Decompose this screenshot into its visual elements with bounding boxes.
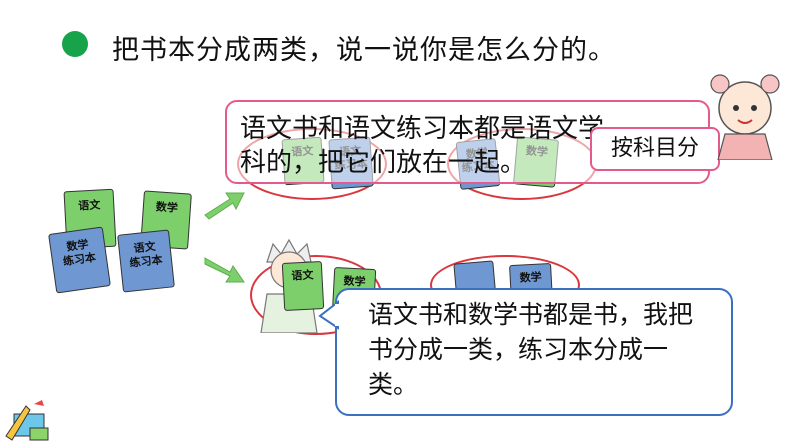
girl-illustration — [710, 74, 780, 160]
speech-bubble-bottom — [335, 288, 733, 416]
boy-illustration — [260, 238, 318, 333]
speech-bubble-bottom-text: 语文书和数学书都是书，我把书分成一类，练习本分成一类。 — [368, 300, 694, 399]
book-label: 数学 — [519, 270, 543, 285]
arrow-up-icon — [204, 192, 245, 220]
book-label: 数学 — [343, 274, 366, 289]
exercise-book-math: 数学 练习本 — [48, 226, 111, 294]
arrow-down-icon — [204, 257, 245, 283]
stationery-icon — [5, 400, 49, 441]
speech-bubble-top-text: 语文书和语文练习本都是语文学科的，把它们放在一起。 — [240, 114, 605, 178]
page-title: 把书本分成两类，说一说你是怎么分的。 — [112, 35, 616, 66]
book-label: 语文 — [77, 198, 101, 213]
book-label: 语文 — [291, 268, 314, 283]
bullet-dot — [62, 31, 88, 57]
method-tag: 按科目分 — [590, 127, 720, 171]
book-label: 数学 — [155, 200, 179, 215]
exercise-book-chinese: 语文 练习本 — [117, 229, 175, 293]
bubble-tail-icon — [318, 300, 339, 330]
